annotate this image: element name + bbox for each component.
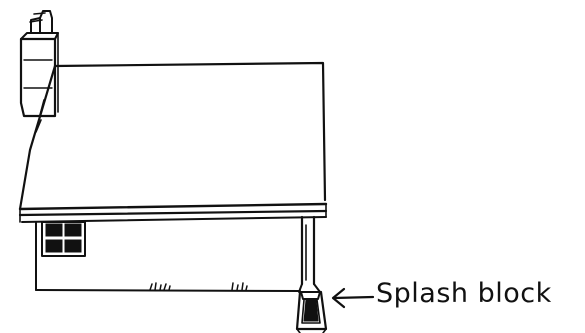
chimney-pots — [30, 11, 52, 33]
downspout — [299, 217, 320, 299]
splash-block-label: Splash block — [376, 280, 552, 307]
pointer-arrow — [333, 289, 373, 307]
grass-tufts — [150, 283, 247, 290]
chimney — [21, 11, 58, 116]
window — [42, 222, 85, 256]
gutter — [20, 204, 326, 222]
roof — [20, 63, 325, 209]
